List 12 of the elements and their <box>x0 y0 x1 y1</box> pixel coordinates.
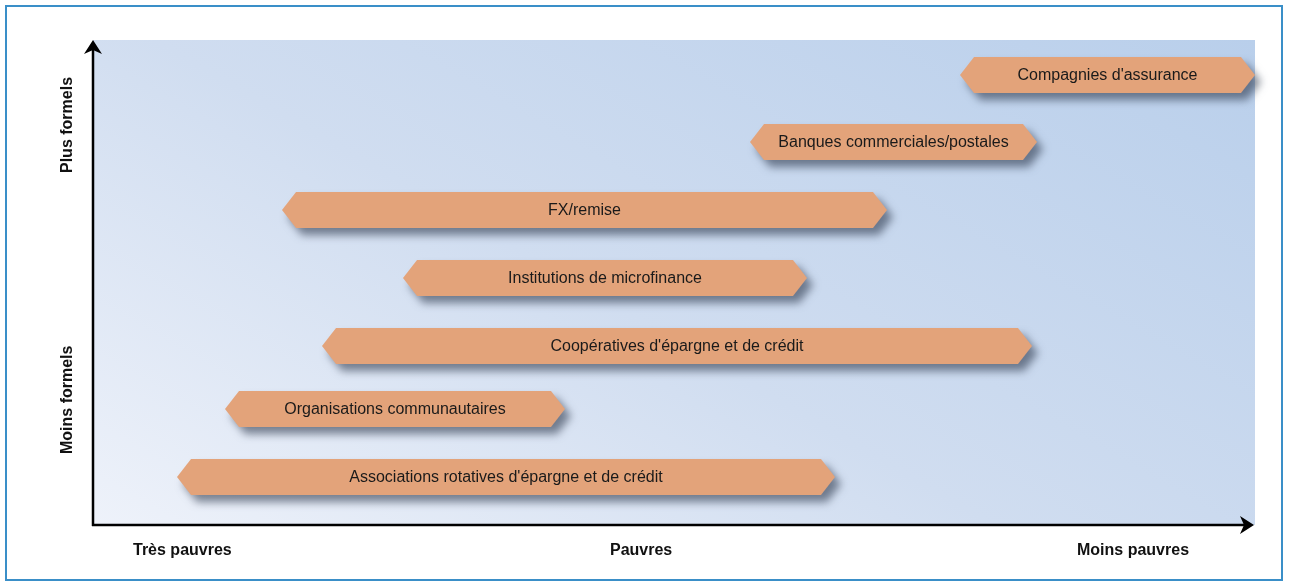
axis-label: Moins pauvres <box>1077 541 1190 559</box>
range-bar: Compagnies d'assurance <box>960 57 1255 93</box>
range-bar: FX/remise <box>282 192 887 228</box>
range-bar: Banques commerciales/postales <box>750 124 1037 160</box>
axis-label: Pauvres <box>610 541 673 559</box>
axis-label: Très pauvres <box>133 541 232 559</box>
axis-label: Moins formels <box>58 344 76 457</box>
axis-label: Plus formels <box>58 76 76 175</box>
range-bar: Coopératives d'épargne et de crédit <box>322 328 1032 364</box>
range-bar: Institutions de microfinance <box>403 260 807 296</box>
range-bar: Associations rotatives d'épargne et de crédit <box>177 459 835 495</box>
range-bar: Organisations communautaires <box>225 391 565 427</box>
